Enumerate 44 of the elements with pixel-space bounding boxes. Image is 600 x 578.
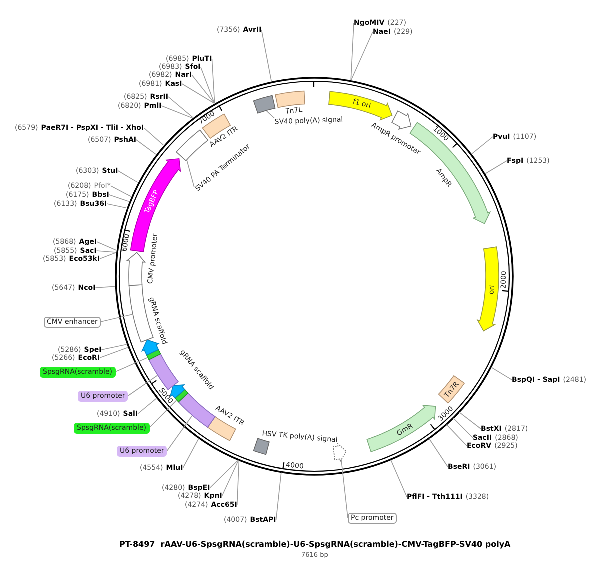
leader-line bbox=[276, 472, 282, 520]
leader-line bbox=[101, 344, 128, 350]
leader-line bbox=[182, 84, 215, 104]
leader-line bbox=[210, 460, 239, 488]
leader-line bbox=[351, 32, 374, 81]
leader-line bbox=[484, 160, 508, 174]
leader-line bbox=[106, 204, 127, 209]
leader-line bbox=[100, 314, 134, 322]
leader-line bbox=[428, 438, 448, 468]
leader-line bbox=[166, 416, 193, 452]
leader-line bbox=[490, 367, 512, 380]
leader-line bbox=[222, 460, 240, 496]
leader-line bbox=[100, 252, 116, 260]
leader-line bbox=[459, 412, 482, 430]
leader-line bbox=[390, 460, 408, 498]
leader-line bbox=[96, 250, 116, 253]
leader-line bbox=[261, 30, 272, 82]
leader-line bbox=[109, 194, 130, 202]
leader-line bbox=[136, 140, 156, 155]
leader-line bbox=[453, 418, 474, 438]
plasmid-title: PT-8497 rAAV-U6-SpsgRNA(scramble)-U6-SpsgRNA(scramble)-CMV-TagBFP-SV40 polyA bbox=[120, 540, 511, 550]
leader-line bbox=[212, 58, 216, 104]
leader-line bbox=[182, 438, 200, 468]
leader-line bbox=[144, 128, 164, 146]
leader-line bbox=[341, 458, 348, 518]
leader-line bbox=[186, 160, 195, 188]
leader-line bbox=[149, 400, 178, 428]
leader-line bbox=[96, 242, 117, 251]
leader-line bbox=[100, 347, 128, 358]
leader-line bbox=[266, 110, 275, 119]
leader-line bbox=[236, 460, 240, 506]
leader-line bbox=[115, 357, 148, 372]
leader-line bbox=[446, 424, 468, 446]
leader-line bbox=[161, 106, 193, 118]
leader-line bbox=[110, 186, 132, 198]
leader-line bbox=[200, 66, 215, 104]
leader-line bbox=[138, 398, 158, 414]
leader-line bbox=[118, 170, 138, 183]
leader-line bbox=[128, 375, 158, 396]
leader-line bbox=[350, 22, 354, 80]
leader-line bbox=[95, 286, 116, 288]
leader-line bbox=[168, 96, 194, 118]
leader-line bbox=[471, 136, 494, 155]
leader-line bbox=[192, 74, 215, 104]
